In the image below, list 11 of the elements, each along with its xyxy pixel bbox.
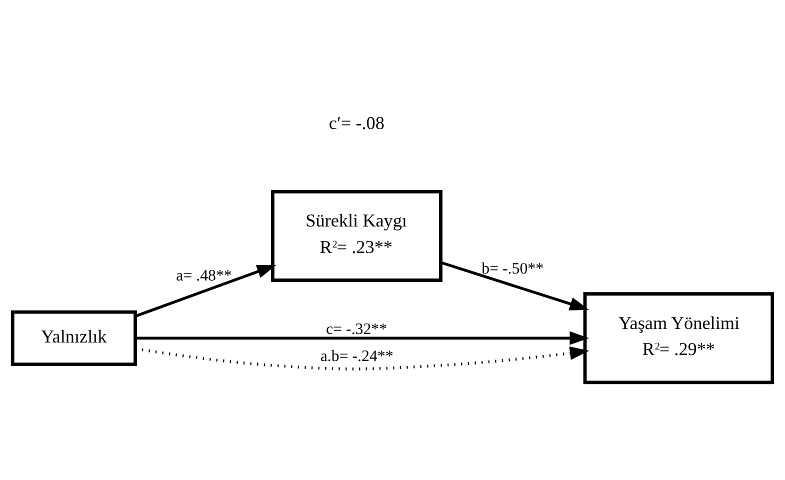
edge-label: b= -.50** xyxy=(482,260,544,278)
node-box: Yalnızlık xyxy=(10,310,137,366)
arrow xyxy=(135,264,276,317)
node-box: Sürekli Kaygı R$^{2}$= .23** xyxy=(270,189,442,282)
label: c′= -.08 xyxy=(328,112,384,132)
arrow xyxy=(440,260,590,310)
edge-label: c= -.32** xyxy=(326,320,388,338)
arrow xyxy=(136,330,590,344)
node-box: Yaşam Yönelimi R$^{2}$= .29** xyxy=(583,292,774,384)
edge-label: a.b= -.24** xyxy=(320,348,394,365)
edge-label: a= .48** xyxy=(176,266,232,284)
